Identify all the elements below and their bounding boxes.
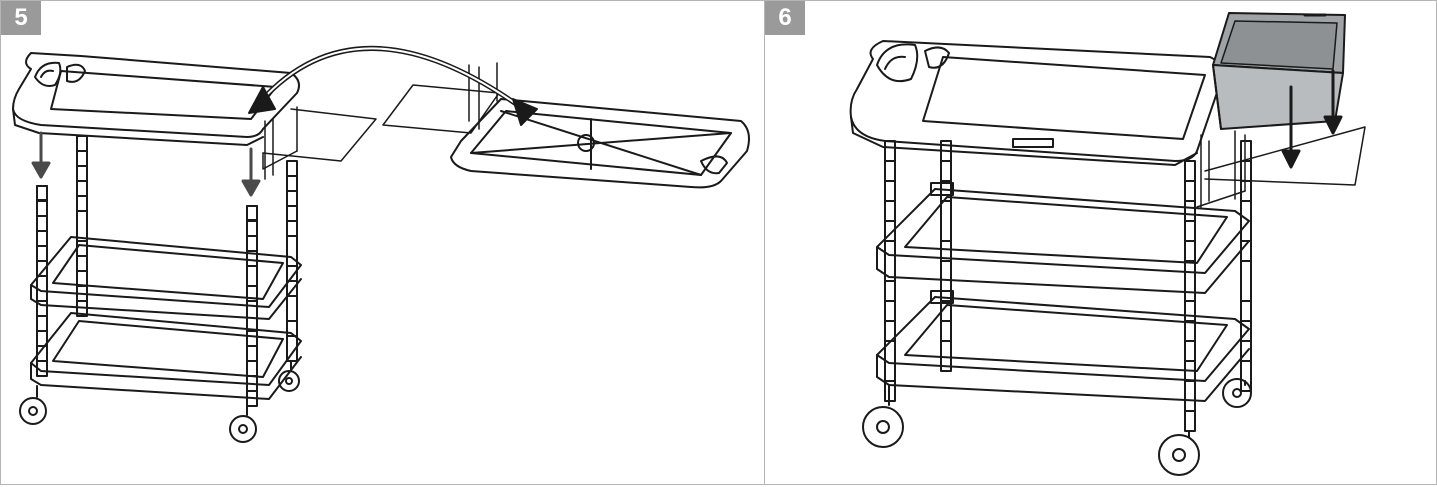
side-basket-frame — [262, 106, 377, 180]
basket-frame-detached — [382, 62, 500, 134]
storage-bin — [1212, 12, 1346, 130]
pole-front-right — [1184, 160, 1196, 432]
caster-wheel — [1222, 378, 1252, 408]
step-5-badge: 5 — [1, 1, 41, 35]
caster-wheel — [229, 405, 257, 443]
top-shelf — [12, 52, 300, 146]
flipped-top-shelf — [450, 98, 750, 189]
curved-flip-arrow-icon — [248, 46, 538, 126]
step-6-illustration — [849, 12, 1366, 476]
pole-back-left — [940, 140, 952, 372]
step-5-panel: 5 — [0, 0, 765, 485]
pole-front-left — [36, 185, 48, 377]
handle-icon — [34, 61, 86, 87]
caster-wheel — [862, 384, 904, 448]
down-arrow-icon — [31, 131, 51, 179]
side-basket-frame — [1196, 126, 1366, 208]
pole-back-left — [76, 135, 88, 317]
middle-shelf — [876, 182, 1250, 294]
caster-wheel — [19, 385, 47, 425]
pole-clip — [36, 185, 48, 201]
down-arrow-icon — [241, 147, 261, 197]
caster-wheel — [1158, 430, 1200, 476]
handle-icon — [876, 43, 950, 83]
caster-wheel — [278, 360, 300, 392]
top-shelf — [849, 40, 1224, 166]
bottom-shelf — [30, 312, 302, 400]
step-5-illustration — [12, 46, 750, 443]
middle-shelf — [30, 236, 302, 320]
bottom-shelf — [876, 290, 1250, 402]
down-arrow-icon — [1281, 85, 1301, 169]
down-arrow-icon — [1323, 69, 1343, 135]
pole-clip — [246, 205, 258, 221]
step-6-panel: 6 — [764, 0, 1437, 485]
step-6-badge: 6 — [765, 1, 805, 35]
